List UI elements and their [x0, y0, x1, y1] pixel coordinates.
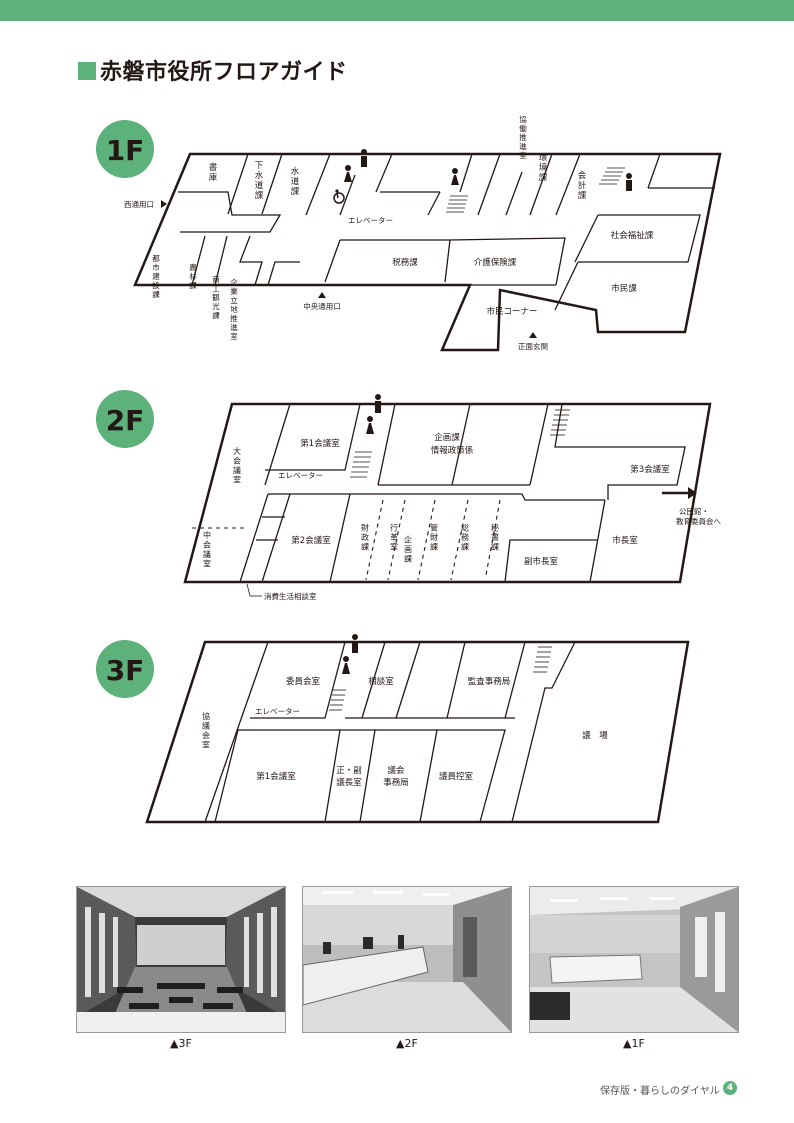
room-gikai-jimukyoku: 事務局: [383, 777, 409, 788]
room-dai1kaigi-2f: 第1会議室: [300, 438, 340, 449]
room-shicho: 市長室: [612, 535, 638, 546]
page-title-text: 赤磐市役所フロアガイド: [100, 60, 348, 85]
floor-3-badge: 3F: [96, 640, 154, 698]
central-entrance-arrow-icon: [318, 292, 326, 298]
room-zeimu: 税務課: [392, 257, 418, 268]
photo-1f-office: [529, 886, 739, 1033]
photo-3f-assembly-hall: [76, 886, 286, 1033]
room-daikaigi: 大会議室: [233, 446, 241, 485]
office-2f-image: [303, 887, 511, 1032]
floor-2-walls: [239, 403, 686, 583]
floor-1-plan: 1F: [96, 114, 722, 352]
floor-3-walls: [204, 641, 576, 823]
floor-3-plan: 3F 委員会室 相談室 監査事務局 議 場 第1会議室 正・副 議長室 議会 事…: [96, 634, 690, 824]
floor-2-badge-text: 2F: [106, 404, 145, 437]
room-kaigo: 介護保険課: [474, 257, 517, 268]
room-toshi: 都市建設課: [152, 254, 160, 299]
floor-1-badge-text: 1F: [106, 134, 145, 167]
room-seifuku: 正・副: [336, 765, 362, 776]
room-shoko-kanko: 商工観光課: [212, 274, 220, 320]
west-entrance-arrow-icon: [161, 200, 167, 208]
room-kansa: 監査事務局: [468, 676, 511, 687]
room-gikai: 議会: [387, 765, 405, 776]
page-number-badge: 4: [723, 1081, 737, 1095]
floor-3-outline: [145, 640, 690, 824]
room-chukaigi: 中会議室: [203, 530, 211, 569]
floor-2-dashed-walls: [192, 499, 501, 581]
elevator-label-1f: エレベーター: [348, 216, 393, 225]
floor-2-stairs: [350, 409, 570, 478]
floor-2-plan: 2F 第1会議室 企画課: [96, 390, 721, 601]
room-dai3kaigi: 第3会議室: [630, 464, 670, 475]
floor-3-badge-text: 3F: [106, 654, 145, 687]
room-gichoshitsu: 議長室: [336, 777, 362, 788]
floor-1-restroom-icon: [344, 149, 632, 191]
kominkan-arrow-icon: [688, 487, 697, 499]
room-kikaku-2: 企画課: [404, 535, 412, 564]
room-kikaku: 企画課: [434, 432, 460, 443]
room-gyokaku: 行革室: [390, 523, 398, 552]
photo-caption-1f: ▲1F: [623, 1037, 645, 1050]
main-entrance-label: 正面玄関: [518, 341, 548, 351]
photo-caption-3f: ▲3F: [170, 1037, 192, 1050]
room-kankyo: 環境課: [539, 153, 548, 183]
photo-2f-office: [302, 886, 512, 1033]
title-square-icon: [78, 62, 96, 80]
room-johoseisaku: 情報政策係: [431, 445, 474, 456]
room-kanzai: 管財課: [430, 523, 438, 552]
room-somu: 総務課: [461, 523, 469, 552]
accessible-restroom-icon: [333, 189, 345, 204]
kyoiku-label: 教育委員会へ: [676, 516, 721, 526]
room-shimin-corner: 市民コーナー: [486, 306, 537, 317]
floor-2-badge: 2F: [96, 390, 154, 448]
footer-text: 保存版・暮らしのダイヤル: [600, 1086, 720, 1097]
room-hisho: 秘書課: [491, 523, 499, 552]
floor-3-stairs: [329, 646, 552, 711]
floor-1-stairs: [446, 167, 625, 213]
shohi-leader-line: [246, 583, 251, 597]
floor-2-restroom-icon: [366, 394, 381, 434]
floor-1-badge: 1F: [96, 120, 154, 178]
room-sodan: 相談室: [368, 676, 394, 687]
shohi-label: 消費生活相談室: [264, 591, 317, 601]
west-entrance-label: 西通用口: [124, 199, 154, 209]
photo-caption-2f: ▲2F: [396, 1037, 418, 1050]
office-1f-image: [530, 887, 738, 1032]
room-gesuido: 下水道課: [255, 161, 264, 201]
top-accent-bar: [0, 0, 794, 21]
room-zaisei: 財政課: [361, 523, 369, 552]
room-dai2kaigi: 第2会議室: [291, 535, 331, 546]
elevator-label-2f: エレベーター: [278, 471, 323, 480]
room-kyogikai: 協議会室: [202, 711, 210, 750]
room-kaikei: 会計課: [578, 170, 587, 201]
room-gijo: 議 場: [582, 730, 608, 741]
room-iinkai: 委員会室: [286, 676, 321, 687]
room-giinhikae: 議員控室: [439, 771, 474, 782]
room-shimin: 市民課: [611, 283, 637, 294]
floor-2-outline: [183, 402, 712, 584]
floor-1-outline: [133, 152, 722, 352]
room-suido: 水道課: [291, 166, 300, 197]
room-norin: 農林課: [189, 262, 197, 290]
floor-3-restroom-icon: [342, 634, 358, 674]
page-title: 赤磐市役所フロアガイド: [78, 54, 348, 86]
room-shakaifukushi: 社会福祉課: [611, 230, 654, 241]
room-dai1kaigi-3f: 第1会議室: [256, 771, 296, 782]
room-fukushicho: 副市長室: [524, 556, 559, 567]
assembly-hall-image: [77, 887, 285, 1032]
room-kigyo: 企業立地推進室: [230, 277, 238, 341]
central-entrance-label: 中央通用口: [303, 301, 341, 311]
floor-1-walls: [178, 153, 715, 311]
kominkan-label: 公民館・: [679, 506, 709, 516]
main-entrance-arrow-icon: [529, 332, 537, 338]
elevator-label-3f: エレベーター: [255, 707, 300, 716]
room-kyodo: 協働推進室: [519, 114, 527, 160]
room-shoko: 書庫: [209, 162, 218, 183]
